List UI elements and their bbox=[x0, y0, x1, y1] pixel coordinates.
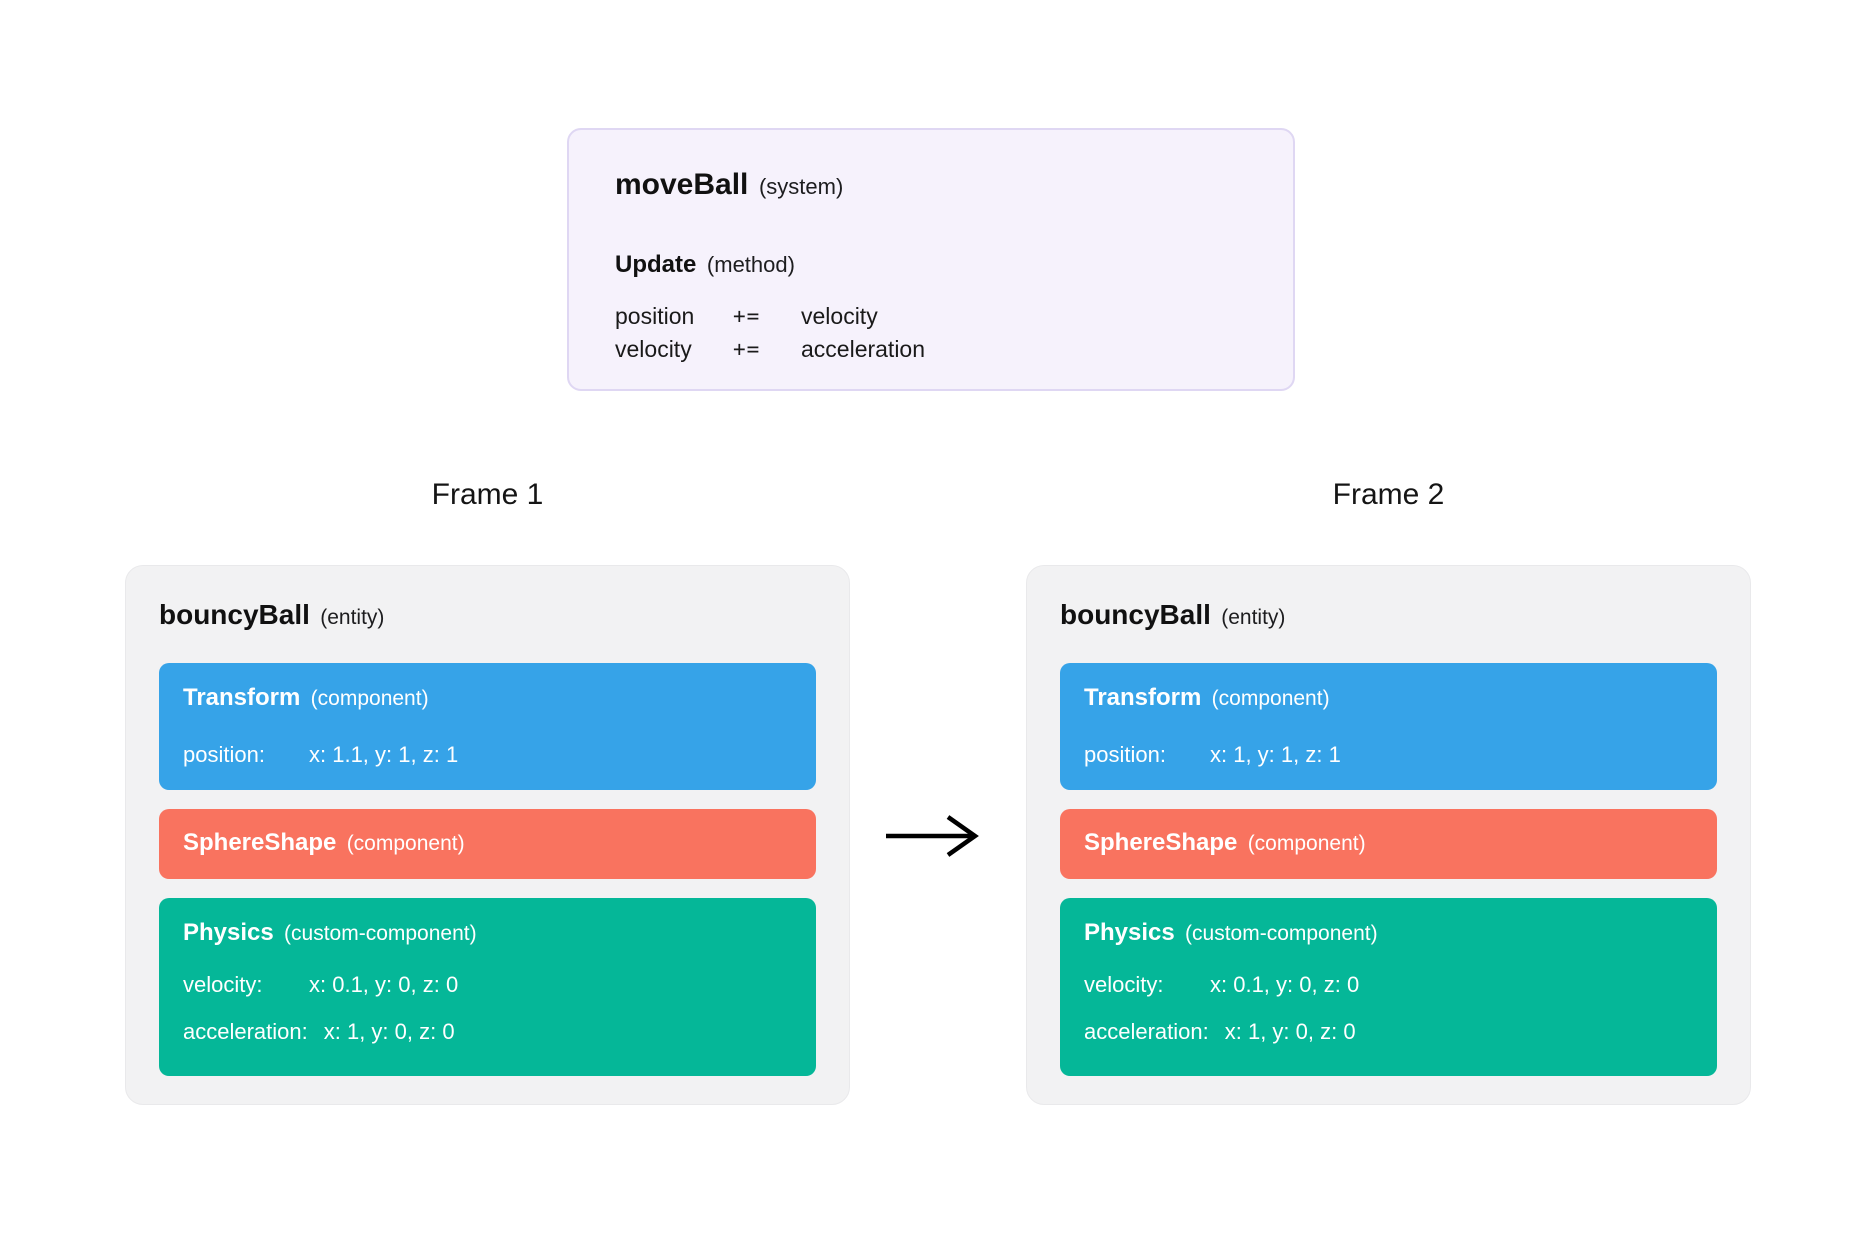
row-key: acceleration: bbox=[183, 1019, 308, 1044]
component-tag: (component) bbox=[1247, 831, 1366, 855]
code-rhs: acceleration bbox=[801, 336, 926, 362]
component-stack: Transform (component) position: x: 1, y:… bbox=[1060, 663, 1717, 1076]
component-title-line: Transform (component) bbox=[1084, 683, 1693, 716]
transform-component: Transform (component) position: x: 1, y:… bbox=[1060, 663, 1717, 790]
component-stack: Transform (component) position: x: 1.1, … bbox=[159, 663, 816, 1076]
component-name: Transform bbox=[183, 684, 301, 711]
component-tag: (component) bbox=[1211, 687, 1330, 710]
row-value: x: 1, y: 1, z: 1 bbox=[1210, 742, 1341, 767]
component-title-line: Physics (custom-component) bbox=[1084, 918, 1693, 951]
component-title-line: Transform (component) bbox=[183, 683, 792, 716]
component-name: Transform bbox=[1084, 684, 1202, 711]
component-name: Physics bbox=[183, 919, 274, 946]
position-row: position: x: 1.1, y: 1, z: 1 bbox=[183, 742, 792, 768]
component-title-line: SphereShape (component) bbox=[183, 828, 465, 861]
row-key: velocity: bbox=[1084, 972, 1164, 997]
component-name: SphereShape bbox=[183, 828, 337, 856]
code-line: position += velocity bbox=[615, 300, 1253, 333]
row-key: position: bbox=[183, 742, 265, 767]
frame-1-heading: Frame 1 bbox=[431, 478, 544, 511]
component-tag: (component) bbox=[346, 831, 465, 855]
entity-tag: (entity) bbox=[1221, 606, 1286, 629]
system-card: moveBall (system) Update (method) positi… bbox=[567, 128, 1295, 391]
method-code-block: position += velocity velocity += acceler… bbox=[615, 300, 1253, 366]
acceleration-row: acceleration: x: 1, y: 0, z: 0 bbox=[183, 1019, 792, 1045]
system-title-line: moveBall (system) bbox=[615, 166, 1253, 209]
method-title-line: Update (method) bbox=[615, 249, 1253, 284]
row-value: x: 1, y: 0, z: 0 bbox=[1224, 1019, 1356, 1044]
entity-tag: (entity) bbox=[320, 606, 385, 629]
system-tag: (system) bbox=[758, 174, 844, 199]
component-tag: (custom-component) bbox=[1185, 922, 1378, 945]
entity-name: bouncyBall bbox=[159, 599, 310, 630]
component-name: Physics bbox=[1084, 919, 1175, 946]
row-value: x: 0.1, y: 0, z: 0 bbox=[309, 972, 459, 997]
row-key: acceleration: bbox=[1084, 1019, 1209, 1044]
entity-name: bouncyBall bbox=[1060, 599, 1211, 630]
sphereshape-component: SphereShape (component) bbox=[1060, 809, 1717, 879]
entity-title-line: bouncyBall (entity) bbox=[159, 597, 816, 638]
velocity-row: velocity: x: 0.1, y: 0, z: 0 bbox=[183, 972, 792, 998]
row-key: velocity: bbox=[183, 972, 263, 997]
entity-title-line: bouncyBall (entity) bbox=[1060, 597, 1717, 638]
code-lhs: velocity bbox=[615, 336, 692, 362]
entity-card-frame-1: bouncyBall (entity) Transform (component… bbox=[125, 565, 850, 1105]
position-row: position: x: 1, y: 1, z: 1 bbox=[1084, 742, 1693, 768]
code-rhs: velocity bbox=[801, 303, 878, 329]
code-lhs: position bbox=[615, 303, 695, 329]
row-value: x: 1.1, y: 1, z: 1 bbox=[309, 742, 459, 767]
component-name: SphereShape bbox=[1084, 828, 1238, 856]
row-key: position: bbox=[1084, 742, 1166, 767]
physics-component: Physics (custom-component) velocity: x: … bbox=[1060, 898, 1717, 1076]
transform-component: Transform (component) position: x: 1.1, … bbox=[159, 663, 816, 790]
row-value: x: 1, y: 0, z: 0 bbox=[323, 1019, 455, 1044]
method-tag: (method) bbox=[706, 252, 795, 277]
component-title-line: Physics (custom-component) bbox=[183, 918, 792, 951]
physics-component: Physics (custom-component) velocity: x: … bbox=[159, 898, 816, 1076]
frame-2-heading: Frame 2 bbox=[1332, 478, 1445, 511]
code-line: velocity += acceleration bbox=[615, 333, 1253, 366]
entity-card-frame-2: bouncyBall (entity) Transform (component… bbox=[1026, 565, 1751, 1105]
component-tag: (custom-component) bbox=[284, 922, 477, 945]
row-value: x: 0.1, y: 0, z: 0 bbox=[1210, 972, 1360, 997]
code-operator: += bbox=[733, 337, 761, 361]
component-title-line: SphereShape (component) bbox=[1084, 828, 1366, 861]
arrow-right-icon bbox=[886, 815, 979, 857]
sphereshape-component: SphereShape (component) bbox=[159, 809, 816, 879]
velocity-row: velocity: x: 0.1, y: 0, z: 0 bbox=[1084, 972, 1693, 998]
component-tag: (component) bbox=[310, 687, 429, 710]
code-operator: += bbox=[733, 304, 761, 328]
method-name: Update bbox=[615, 251, 697, 278]
system-name: moveBall bbox=[615, 168, 749, 201]
acceleration-row: acceleration: x: 1, y: 0, z: 0 bbox=[1084, 1019, 1693, 1045]
